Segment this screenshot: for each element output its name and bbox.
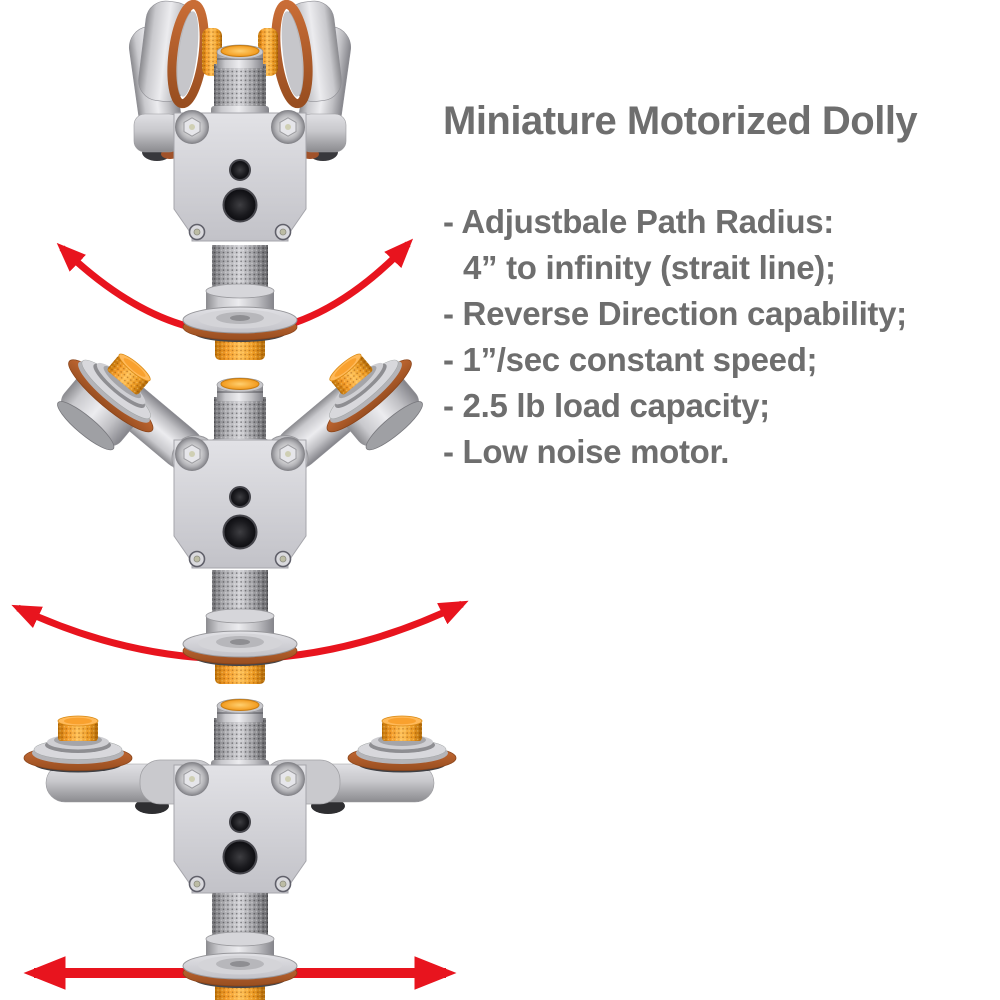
product-title: Miniature Motorized Dolly — [443, 99, 918, 143]
feature-list: - Adjustbale Path Radius: 4” to infinity … — [443, 199, 1000, 475]
dolly-view-wheels-angled — [11, 328, 469, 685]
feature-item: - Adjustbale Path Radius: — [443, 203, 834, 240]
dolly-view-wheels-flat — [23, 698, 457, 1000]
dolly-view-wheels-up — [56, 0, 414, 361]
right-wheel — [347, 715, 457, 773]
feature-item: - Low noise motor. — [443, 433, 730, 470]
feature-item: - 2.5 lb load capacity; — [443, 387, 770, 424]
left-wheel — [23, 715, 133, 773]
feature-item: 4” to infinity (strait line); — [463, 249, 836, 286]
product-copy: Miniature Motorized Dolly - Adjustbale P… — [443, 100, 1000, 475]
feature-item: - Reverse Direction capability; — [443, 295, 907, 332]
feature-item: - 1”/sec constant speed; — [443, 341, 818, 378]
